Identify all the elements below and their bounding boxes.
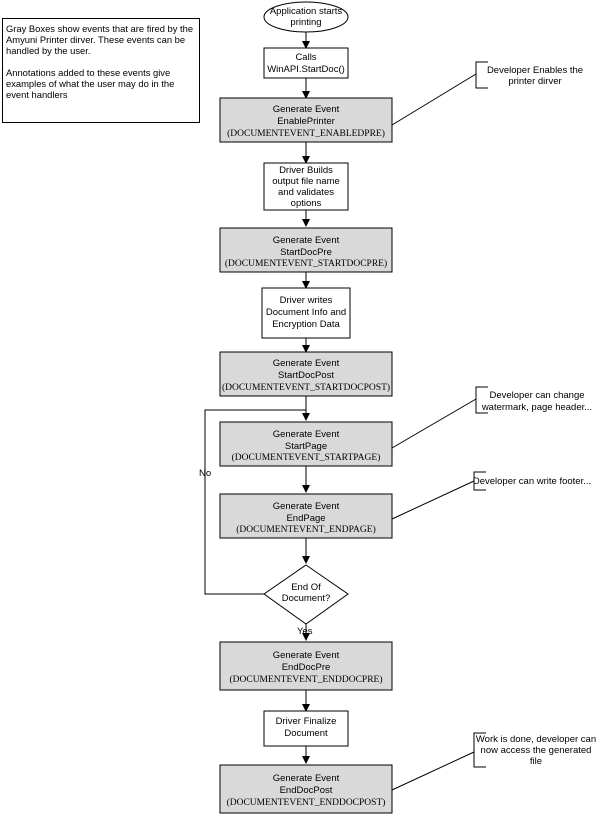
enddocpost-line-1: Generate Event [273, 773, 340, 784]
startpage-event-box [219, 421, 393, 467]
start-node-line-1: Application starts [270, 6, 343, 17]
annotation-work-done-line-3: file [530, 756, 542, 767]
annotation-work-done-line-1: Work is done, developer can [476, 734, 596, 745]
enableprinter-event-box [219, 97, 393, 143]
driver-finalize-line-2: Document [284, 728, 328, 739]
startpage-line-3: (DOCUMENTEVENT_STARTPAGE) [232, 452, 381, 463]
enddocpost-event-box [219, 764, 393, 814]
start-node [263, 1, 349, 33]
annotation-bracket-work-done [473, 732, 486, 768]
endpage-line-3: (DOCUMENTEVENT_ENDPAGE) [236, 524, 376, 535]
annotation-work-done-line-2: now access the generated [481, 745, 592, 756]
edge-label-no: No [199, 468, 211, 479]
decision-line-2: Document? [282, 593, 331, 604]
legend-paragraph-2: Annotations added to these events give e… [6, 66, 175, 101]
calls-startdoc-line-2: WinAPI.StartDoc() [267, 64, 345, 75]
driver-finalize-box [263, 710, 349, 747]
decision-line-1: End Of [291, 582, 321, 593]
driver-builds-line-1: Driver Builds [279, 165, 333, 176]
enableprinter-line-2: EnablePrinter [277, 116, 335, 127]
enddocpost-line-2: EndDocPost [280, 785, 333, 796]
start-node-line-2: printing [290, 17, 321, 28]
startdocpre-event-box [219, 227, 393, 273]
startdocpost-event-box [219, 351, 393, 397]
annotation-leaders [391, 73, 477, 791]
enddocpre-line-2: EndDocPre [282, 662, 331, 673]
enableprinter-line-1: Generate Event [273, 104, 340, 115]
driver-writes-line-1: Driver writes [280, 295, 333, 306]
annotation-write-footer-line-1: Developer can write footer... [473, 476, 591, 487]
calls-startdoc-box [263, 47, 349, 79]
driver-writes-box [261, 287, 351, 339]
annotation-bracket-write-footer [473, 471, 486, 491]
startdocpost-line-2: StartDocPost [278, 370, 334, 381]
enddocpre-line-1: Generate Event [273, 650, 340, 661]
driver-writes-line-3: Encryption Data [272, 319, 340, 330]
legend-box: Gray Boxes show events that are fired by… [2, 18, 200, 123]
driver-finalize-line-1: Driver Finalize [276, 716, 337, 727]
annotation-bracket-change-watermark [475, 386, 488, 414]
edge-no-loop [204, 409, 306, 595]
driver-builds-line-2: output file name [272, 176, 340, 187]
startdocpre-line-3: (DOCUMENTEVENT_STARTDOCPRE) [225, 258, 387, 269]
startdocpre-line-1: Generate Event [273, 235, 340, 246]
annotation-change-watermark-line-2: watermark, page header... [481, 402, 592, 413]
enddocpre-line-3: (DOCUMENTEVENT_ENDDOCPRE) [229, 674, 382, 685]
driver-writes-line-2: Document Info and [266, 307, 346, 318]
end-of-document-decision [263, 564, 349, 625]
enddocpre-event-box [219, 641, 393, 691]
startdocpre-line-2: StartDocPre [280, 247, 332, 258]
edge-label-yes: Yes [297, 626, 313, 637]
enddocpost-line-3: (DOCUMENTEVENT_ENDDOCPOST) [227, 797, 386, 808]
calls-startdoc-line-1: Calls [295, 52, 316, 63]
endpage-event-box [219, 493, 393, 539]
leader-write-footer [391, 480, 475, 520]
annotation-bracket-enables-printer [475, 61, 488, 89]
annotation-change-watermark-line-1: Developer can change [489, 390, 584, 401]
startpage-line-1: Generate Event [273, 429, 340, 440]
legend-paragraph-1: Gray Boxes show events that are fired by… [6, 23, 194, 57]
endpage-line-1: Generate Event [273, 501, 340, 512]
leader-enables-printer [391, 73, 477, 126]
driver-builds-line-4: options [291, 198, 322, 209]
startdocpost-line-3: (DOCUMENTEVENT_STARTDOCPOST) [222, 382, 390, 393]
driver-builds-line-3: and validates [278, 187, 334, 198]
annotation-enables-printer-line-1: Developer Enables the [487, 65, 583, 76]
enableprinter-line-3: (DOCUMENTEVENT_ENABLEDPRE) [227, 128, 385, 139]
annotation-enables-printer-line-2: printer dirver [508, 76, 561, 87]
startpage-line-2: StartPage [285, 441, 327, 452]
leader-change-watermark [391, 398, 477, 449]
connectors [204, 32, 310, 764]
driver-builds-box [263, 162, 349, 211]
startdocpost-line-1: Generate Event [273, 358, 340, 369]
endpage-line-2: EndPage [286, 513, 325, 524]
leader-work-done [391, 751, 475, 791]
